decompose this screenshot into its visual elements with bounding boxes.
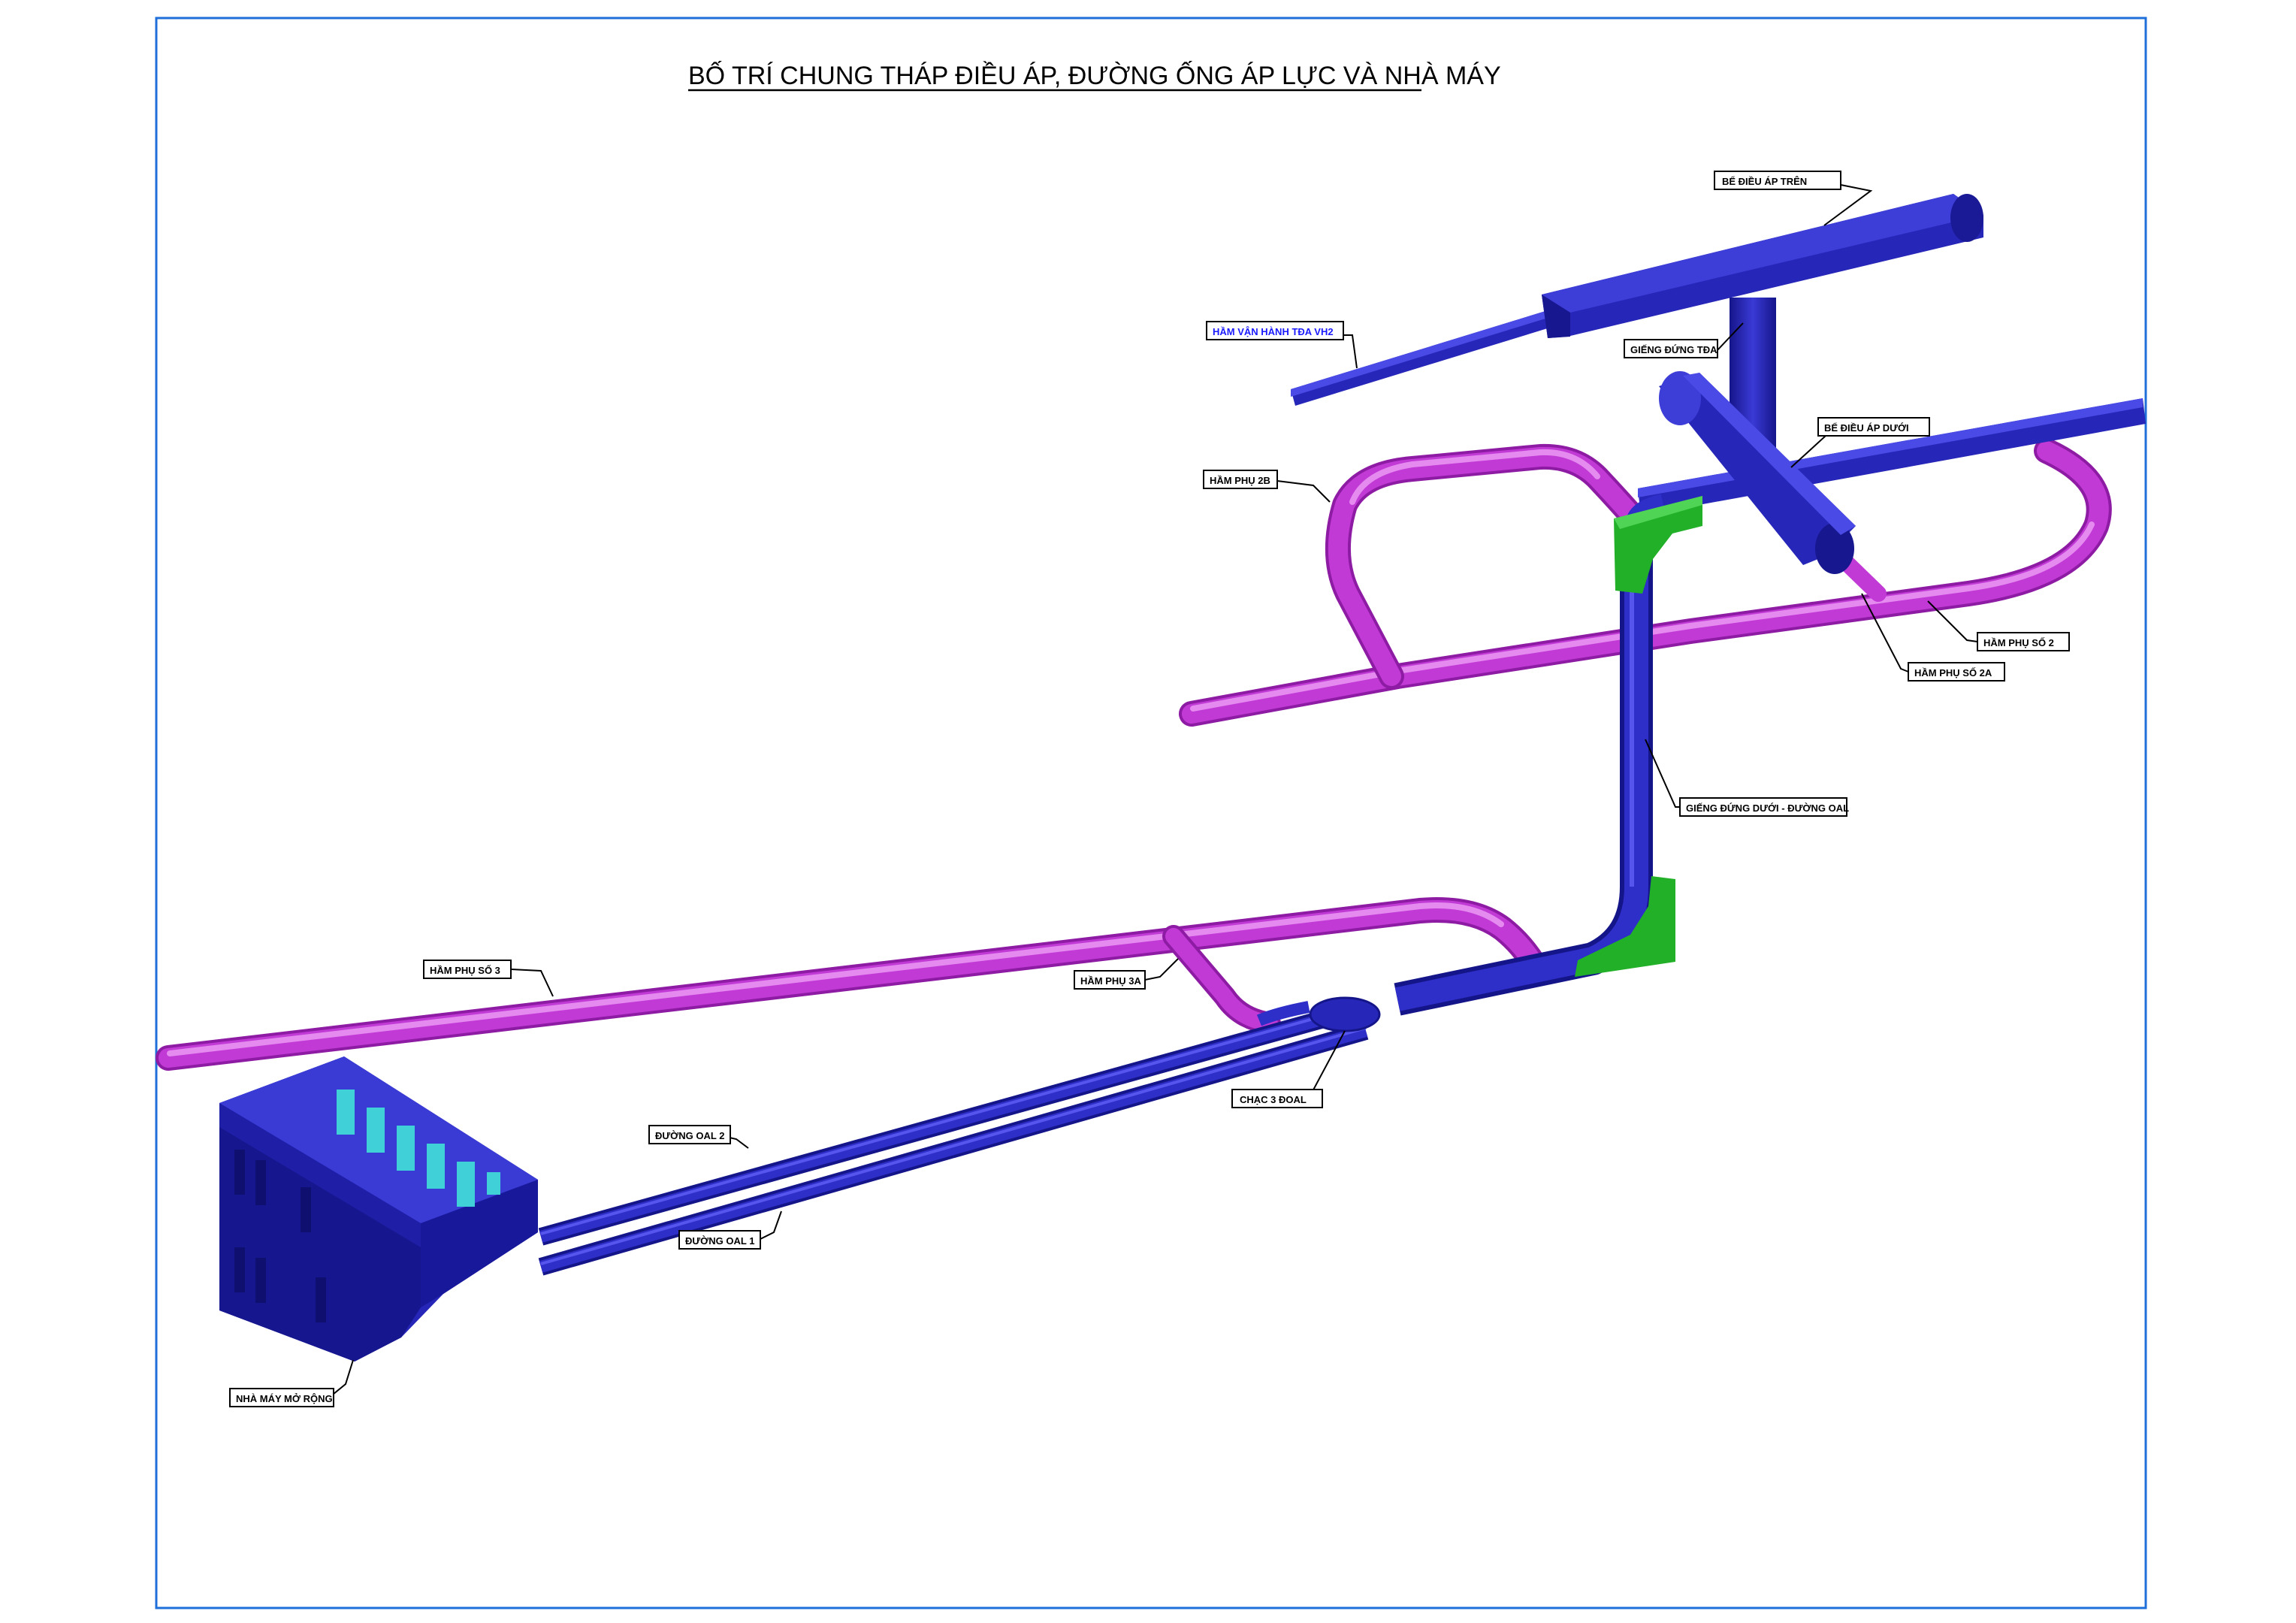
svg-text:HẦM PHỤ SỐ 2: HẦM PHỤ SỐ 2 [1983, 637, 2054, 648]
upper-surge-chamber [1291, 194, 1983, 472]
label-ham-phu-so-2: HẦM PHỤ SỐ 2 [1977, 632, 2070, 651]
svg-text:HẦM PHỤ SỐ 2A: HẦM PHỤ SỐ 2A [1914, 667, 1992, 679]
lower-bend-block [1575, 876, 1675, 977]
drawing-frame [155, 17, 2147, 1609]
label-ham-phu-2b: HẦM PHỤ 2B [1203, 470, 1278, 489]
penstock-system [538, 494, 1666, 1276]
label-be-dieu-ap-duoi: BỂ ĐIỀU ÁP DƯỚI [1817, 417, 1930, 437]
svg-text:ĐƯỜNG OAL 1: ĐƯỜNG OAL 1 [685, 1235, 754, 1247]
svg-text:HẦM PHỤ SỐ 3: HẦM PHỤ SỐ 3 [430, 965, 500, 976]
svg-text:BỂ ĐIỀU ÁP TRÊN: BỂ ĐIỀU ÁP TRÊN [1722, 176, 1807, 187]
svg-text:HẦM PHỤ 2B: HẦM PHỤ 2B [1210, 475, 1270, 486]
powerhouse [219, 1056, 538, 1362]
svg-text:GIẾNG ĐỨNG DƯỚI - ĐƯỜNG OAL: GIẾNG ĐỨNG DƯỚI - ĐƯỜNG OAL [1686, 802, 1849, 814]
svg-text:HẦM PHỤ 3A: HẦM PHỤ 3A [1080, 975, 1142, 987]
labels: BỂ ĐIỀU ÁP TRÊN HẦM VẬN HÀNH TĐA VH2 GIẾ… [229, 171, 2070, 1407]
magenta-tunnels [156, 438, 2112, 1071]
label-be-dieu-ap-tren: BỂ ĐIỀU ÁP TRÊN [1714, 171, 1841, 190]
svg-text:HẦM VẬN HÀNH TĐA VH2: HẦM VẬN HÀNH TĐA VH2 [1213, 326, 1334, 337]
chac-3-doal-wye [1309, 996, 1381, 1032]
svg-text:CHẠC 3 ĐOAL: CHẠC 3 ĐOAL [1240, 1094, 1307, 1105]
label-nha-may-mo-rong: NHÀ MÁY MỞ RỘNG [229, 1388, 334, 1407]
lower-surge-chamber [1638, 371, 2146, 574]
turbine-units [337, 1090, 500, 1207]
label-ham-phu-3a: HẦM PHỤ 3A [1074, 970, 1146, 990]
label-duong-oal-2: ĐƯỜNG OAL 2 [648, 1125, 731, 1144]
label-gieng-dung-tda: GIẾNG ĐỨNG TĐA [1624, 339, 1718, 358]
label-chac-3-doal: CHẠC 3 ĐOAL [1231, 1089, 1323, 1108]
svg-text:ĐƯỜNG OAL 2: ĐƯỜNG OAL 2 [655, 1130, 724, 1141]
label-duong-oal-1: ĐƯỜNG OAL 1 [678, 1230, 761, 1250]
svg-text:NHÀ MÁY MỞ RỘNG: NHÀ MÁY MỞ RỘNG [236, 1393, 333, 1404]
label-ham-phu-so-2a: HẦM PHỤ SỐ 2A [1908, 662, 2005, 682]
svg-text:BỂ ĐIỀU ÁP DƯỚI: BỂ ĐIỀU ÁP DƯỚI [1824, 422, 1909, 434]
label-ham-phu-so-3: HẦM PHỤ SỐ 3 [423, 960, 512, 979]
drawing-title: BỐ TRÍ CHUNG THÁP ĐIỀU ÁP, ĐƯỜNG ỐNG ÁP … [688, 61, 1501, 90]
svg-text:GIẾNG ĐỨNG TĐA: GIẾNG ĐỨNG TĐA [1630, 344, 1717, 355]
label-gieng-dung-duoi: GIẾNG ĐỨNG DƯỚI - ĐƯỜNG OAL [1679, 797, 1849, 817]
label-ham-van-hanh: HẦM VẬN HÀNH TĐA VH2 [1206, 321, 1344, 340]
